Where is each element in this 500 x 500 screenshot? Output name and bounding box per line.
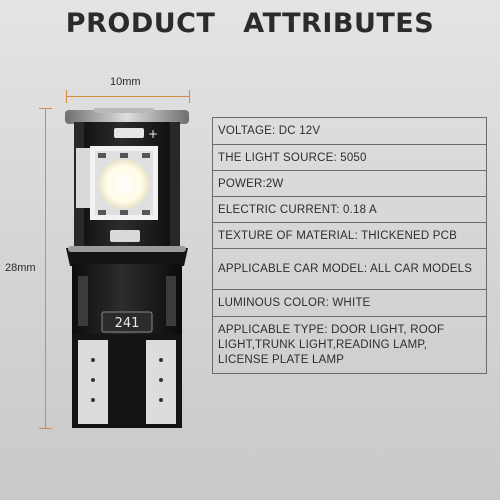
spec-power: POWER:2W — [218, 177, 284, 190]
spec-current: ELECTRIC CURRENT: 0.18 A — [218, 203, 377, 216]
height-label: 28mm — [5, 262, 36, 274]
spec-row: VOLTAGE: DC 12V — [213, 118, 486, 145]
spec-row: POWER:2W — [213, 171, 486, 197]
spec-application: APPLICABLE TYPE: DOOR LIGHT, ROOF LIGHT,… — [218, 324, 445, 366]
spec-table: VOLTAGE: DC 12V THE LIGHT SOURCE: 5050 P… — [212, 117, 487, 374]
bulb-top-cap — [65, 110, 189, 124]
spec-color: LUMINOUS COLOR: WHITE — [218, 297, 371, 309]
spec-row: TEXTURE OF MATERIAL: THICKENED PCB — [213, 223, 486, 249]
spec-row: APPLICABLE TYPE: DOOR LIGHT, ROOF LIGHT,… — [213, 317, 486, 374]
led-bulb-image: + 241 — [65, 108, 189, 428]
spec-row: LUMINOUS COLOR: WHITE — [213, 290, 486, 317]
pcb-code: 241 — [115, 316, 140, 331]
width-label: 10mm — [110, 76, 141, 88]
spec-voltage: VOLTAGE: DC 12V — [218, 125, 321, 137]
spec-material: TEXTURE OF MATERIAL: THICKENED PCB — [218, 229, 457, 242]
page-title: PRODUCT ATTRIBUTES — [0, 8, 500, 39]
led-glow — [99, 159, 149, 209]
spec-light-source: THE LIGHT SOURCE: 5050 — [218, 151, 367, 164]
bulb-collar — [66, 248, 188, 266]
spec-row: APPLICABLE CAR MODEL: ALL CAR MODELS — [213, 249, 486, 290]
spec-car-model: APPLICABLE CAR MODEL: ALL CAR MODELS — [218, 263, 473, 275]
title-word-product: PRODUCT — [65, 8, 216, 39]
plus-mark: + — [148, 127, 158, 141]
pcb-code-plate — [101, 311, 153, 333]
spec-row: THE LIGHT SOURCE: 5050 — [213, 145, 486, 171]
title-word-attributes: ATTRIBUTES — [243, 8, 435, 39]
spec-row: ELECTRIC CURRENT: 0.18 A — [213, 197, 486, 223]
